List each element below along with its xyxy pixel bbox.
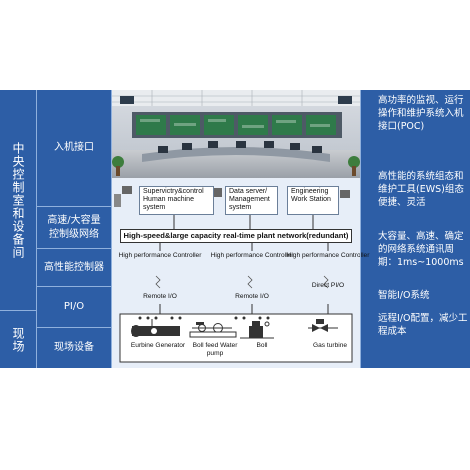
- equipment-pump-label: Boll feed Water pump: [192, 342, 238, 357]
- diagram-lines: [114, 186, 353, 363]
- layer-pio: PI/O: [37, 287, 111, 328]
- note-network: 大容量、高速、确定的网络系统通讯周期：1ms~1000ms: [378, 230, 470, 269]
- controller-3: High performance Controller: [286, 252, 370, 260]
- group-label-column: 中央控制室和设备间 现场: [0, 90, 37, 368]
- station-data-server: Data server/ Management system: [225, 186, 278, 215]
- boiler-icon: [240, 321, 274, 339]
- field-label: 现场: [11, 326, 25, 353]
- gas-turbine-icon: [308, 319, 338, 332]
- equipment-boiler: Boll: [240, 342, 284, 350]
- controller-2-label: High performance Controller: [210, 252, 294, 259]
- io-remote-1-label: Remote I/O: [143, 293, 177, 300]
- equipment-gas-turbine-label: Gas turbine: [312, 342, 348, 349]
- note-io-text: 智能I/O系统: [378, 290, 430, 301]
- note-io: 智能I/O系统: [378, 289, 470, 302]
- note-remote-io: 远程I/O配置，减少工程成本: [378, 312, 470, 338]
- plant-network-label: High-speed&large capacity real-time plan…: [123, 231, 349, 240]
- diagram-area: Supervictry&control Human machine system…: [112, 90, 369, 368]
- layer-label-column: 入机接口 高速/大容量控制级网络 高性能控制器 PI/O 现场设备: [37, 90, 112, 368]
- note-ews-text: 高性能的系统组态和维护工具(EWS)组态便捷、灵活: [378, 171, 464, 208]
- controller-3-label: High performance Controller: [286, 252, 370, 259]
- layer-network-label: 高速/大容量控制级网络: [47, 214, 101, 240]
- note-network-text: 大容量、高速、确定的网络系统通讯周期：1ms~1000ms: [378, 231, 464, 268]
- note-hmi-text: 高功率的监视、运行操作和维护系统入机接口(POC): [378, 95, 464, 132]
- note-hmi: 高功率的监视、运行操作和维护系统入机接口(POC): [378, 94, 470, 133]
- io-direct-label: Direct PI/O: [311, 282, 345, 289]
- control-room-photo: [112, 90, 360, 178]
- layer-pio-label: PI/O: [63, 301, 85, 312]
- equipment-gas-turbine: Gas turbine: [302, 342, 358, 350]
- field-group: 现场: [0, 311, 36, 368]
- layer-field-device-label: 现场设备: [54, 342, 94, 353]
- feed-water-pump-icon: [189, 322, 237, 338]
- note-remote-io-text: 远程I/O配置，减少工程成本: [378, 313, 468, 337]
- io-remote-2: Remote I/O: [212, 293, 292, 301]
- controller-1: High performance Controller: [118, 252, 202, 260]
- note-ews: 高性能的系统组态和维护工具(EWS)组态便捷、灵活: [378, 170, 470, 209]
- station-data-server-label: Data server/ Management system: [229, 188, 270, 211]
- layer-hmi: 入机接口: [37, 90, 111, 207]
- controller-2: High performance Controller: [210, 252, 294, 260]
- layer-controller: 高性能控制器: [37, 250, 111, 287]
- equipment-boiler-label: Boll: [256, 342, 268, 349]
- station-engineering: Engineering Work Station: [287, 186, 339, 215]
- controller-1-label: High performance Controller: [118, 252, 202, 259]
- layer-field-device: 现场设备: [37, 328, 111, 368]
- station-hmi-label: Supervictry&control Human machine system: [143, 188, 204, 211]
- feature-notes-column: 高功率的监视、运行操作和维护系统入机接口(POC) 高性能的系统组态和维护工具(…: [360, 90, 470, 368]
- io-direct: Direct PI/O: [288, 282, 368, 290]
- equipment-generator-label: Eurbine Generator: [130, 342, 186, 349]
- plant-network-bar: High-speed&large capacity real-time plan…: [120, 229, 352, 243]
- equipment-generator: Eurbine Generator: [130, 342, 186, 350]
- station-hmi: Supervictry&control Human machine system: [139, 186, 214, 215]
- system-diagram: Supervictry&control Human machine system…: [112, 178, 369, 368]
- station-engineering-label: Engineering Work Station: [291, 188, 331, 203]
- central-room-group: 中央控制室和设备间: [0, 90, 36, 311]
- io-remote-1: Remote I/O: [120, 293, 200, 301]
- layer-network: 高速/大容量控制级网络: [37, 207, 111, 249]
- central-room-label: 中央控制室和设备间: [11, 141, 25, 259]
- io-remote-2-label: Remote I/O: [235, 293, 269, 300]
- layer-controller-label: 高性能控制器: [44, 262, 104, 273]
- layer-hmi-label: 入机接口: [54, 142, 94, 153]
- equipment-pump: Boll feed Water pump: [190, 342, 240, 358]
- architecture-panel: 中央控制室和设备间 现场 入机接口 高速/大容量控制级网络 高性能控制器 PI/…: [0, 90, 470, 368]
- turbine-generator-icon: [131, 319, 180, 337]
